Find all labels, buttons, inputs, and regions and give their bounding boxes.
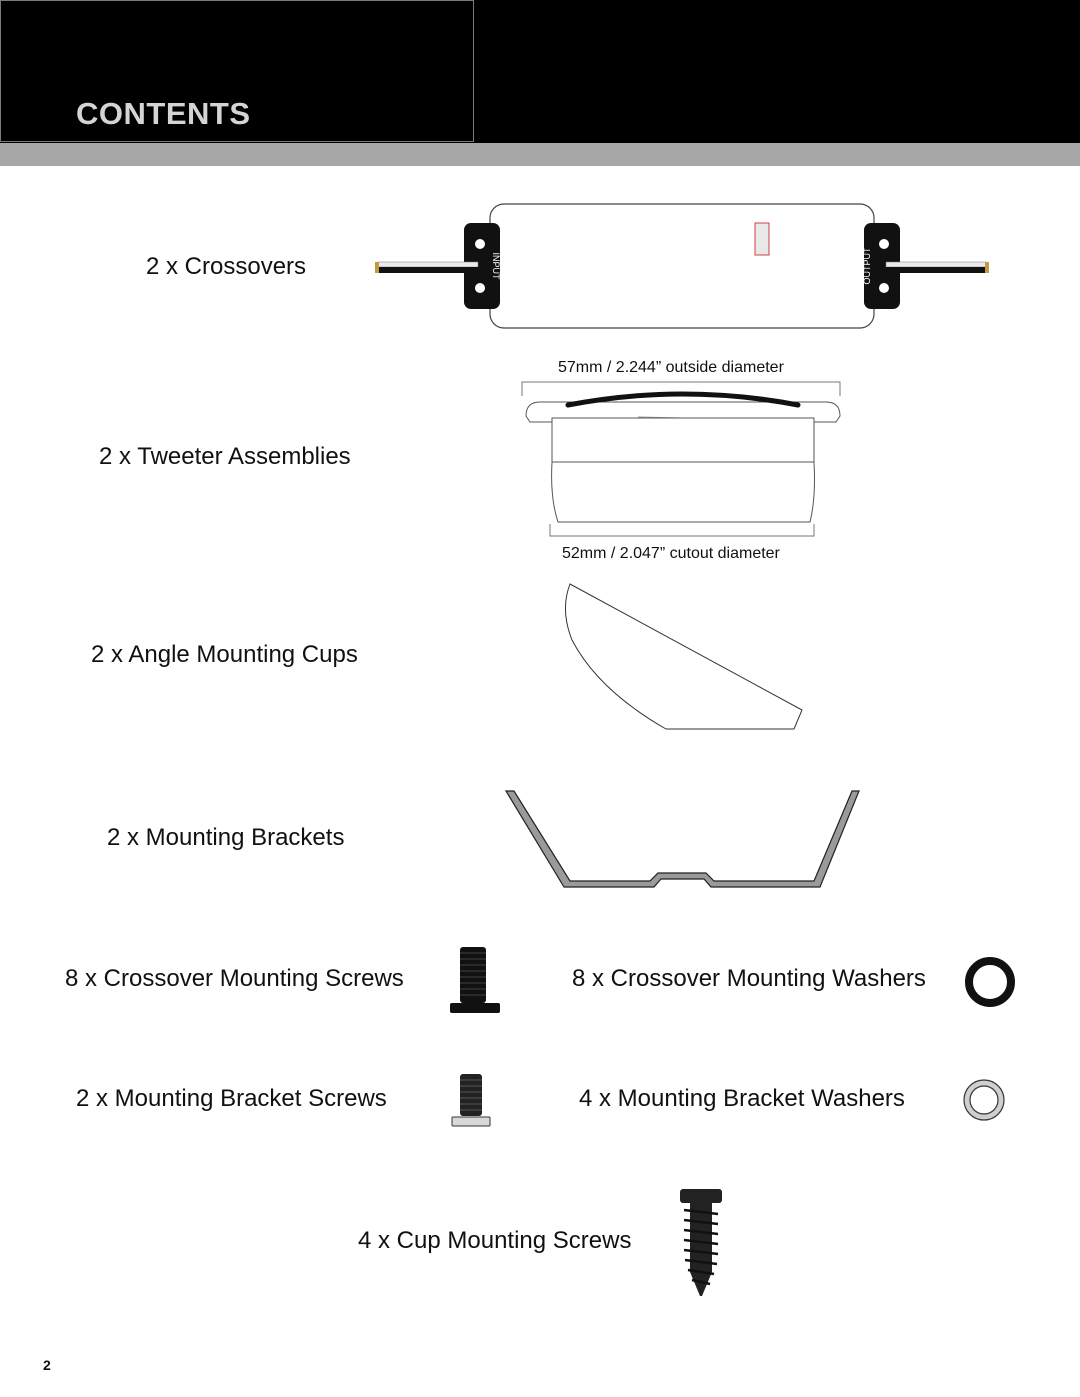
angle-cup-illustration <box>565 583 803 730</box>
page-title: CONTENTS <box>76 96 251 131</box>
cup-screw-icon <box>680 1189 722 1296</box>
crossover-screw-icon <box>450 947 500 1013</box>
bracket-screws-label: 2 x Mounting Bracket Screws <box>76 1085 387 1112</box>
header-divider <box>0 143 1080 166</box>
crossover-screws-label: 8 x Crossover Mounting Screws <box>65 965 404 992</box>
bracket-washers-label: 4 x Mounting Bracket Washers <box>579 1085 905 1112</box>
angle-cups-label: 2 x Angle Mounting Cups <box>91 641 358 668</box>
mounting-bracket-illustration <box>504 790 860 888</box>
header-title-box <box>0 0 474 142</box>
crossover-output-label: OUTPUT <box>862 247 872 285</box>
tweeter-outside-diameter: 57mm / 2.244” outside diameter <box>558 359 784 376</box>
crossover-illustration: INPUT OUTPUT <box>375 203 989 329</box>
page-number: 2 <box>43 1357 51 1373</box>
cup-screws-label: 4 x Cup Mounting Screws <box>358 1227 632 1254</box>
brackets-label: 2 x Mounting Brackets <box>107 824 345 851</box>
crossovers-label: 2 x Crossovers <box>146 253 307 280</box>
tweeter-illustration <box>521 381 841 537</box>
bracket-washer-icon <box>963 1079 1005 1121</box>
bracket-screw-icon <box>451 1074 491 1127</box>
tweeters-label: 2 x Tweeter Assemblies <box>99 443 351 470</box>
header-bar <box>0 0 1080 143</box>
crossover-washer-icon <box>965 957 1015 1007</box>
crossover-input-label: INPUT <box>491 253 501 281</box>
crossover-washers-label: 8 x Crossover Mounting Washers <box>572 965 926 992</box>
tweeter-cutout-diameter: 52mm / 2.047” cutout diameter <box>562 545 780 562</box>
